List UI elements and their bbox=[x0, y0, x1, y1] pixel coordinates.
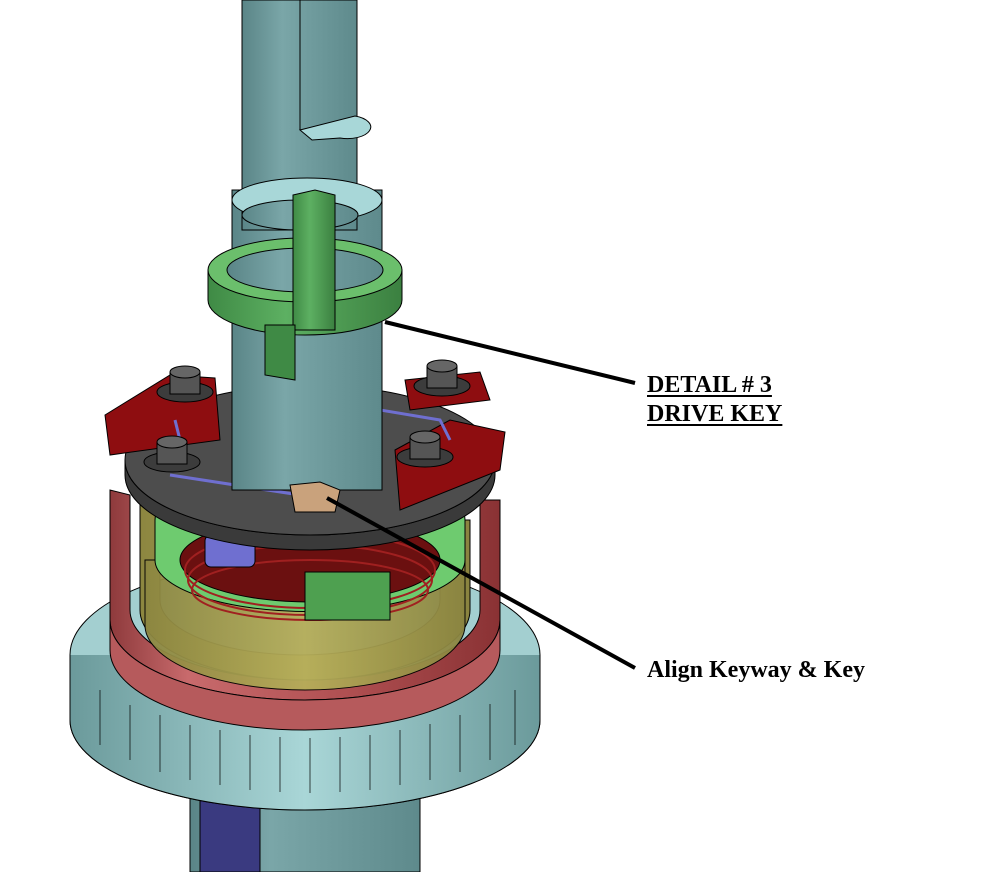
align-key bbox=[289, 481, 341, 513]
main-shaft bbox=[231, 0, 383, 491]
drive-key-label-line2: DRIVE KEY bbox=[647, 401, 783, 427]
align-keyway-label: Align Keyway & Key bbox=[647, 657, 865, 683]
drive-key-leader-line bbox=[384, 320, 636, 385]
spring-posts bbox=[143, 359, 471, 473]
drive-key-label-line1: DETAIL # 3 bbox=[647, 372, 772, 398]
align-keyway-leader-line bbox=[326, 496, 636, 670]
drive-key-collar bbox=[207, 189, 403, 381]
